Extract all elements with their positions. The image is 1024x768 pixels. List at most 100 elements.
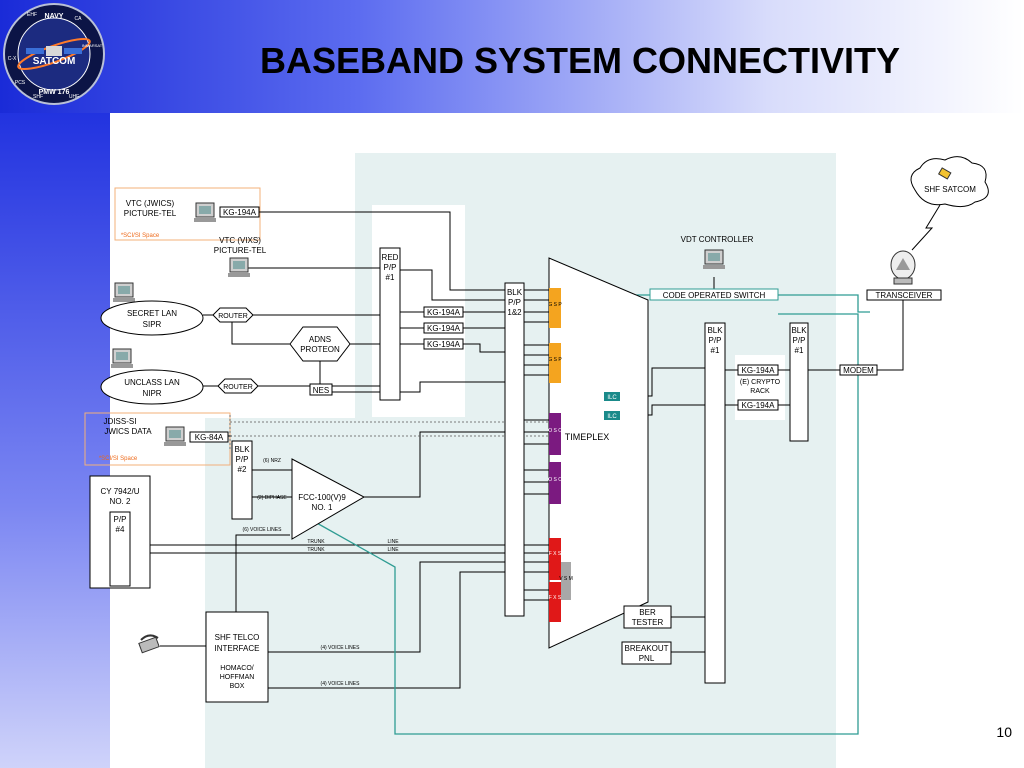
line-2-label: LINE (387, 547, 399, 553)
gsp-2-label: G S P (548, 357, 562, 363)
modem-box (839, 364, 878, 376)
shf-telco-1-label: SHF TELCO (215, 633, 260, 642)
page-number: 10 (996, 724, 1012, 740)
vtc-vixs-terminal-icon (228, 257, 250, 277)
satcom-logo: NAVY SATCOM PMW 176 EHF SHF UHF CA C-X P… (3, 3, 105, 105)
blk-patch-panel-2 (231, 440, 253, 520)
kg194a-box-5 (737, 364, 779, 376)
transceiver-label: TRANSCEIVER (876, 291, 933, 300)
crypto-rack-1-label: (E) CRYPTO (740, 379, 781, 386)
cy7942-2-label: NO. 2 (110, 497, 131, 506)
blk-pp2-2-label: P/P (236, 455, 249, 464)
timeplex-label: TIMEPLEX (565, 432, 610, 442)
red-pp-1-label: RED (382, 253, 399, 262)
logo-text-inmarsat: INMARSAT (82, 43, 103, 48)
blk-patch-panel-1 (704, 322, 726, 684)
kg84a-label: KG-84A (195, 433, 224, 442)
telephone-icon (138, 634, 160, 654)
logo-text-shf: SHF (33, 94, 43, 100)
red-pp-2-label: P/P (384, 263, 397, 272)
shf-telco-2-label: INTERFACE (215, 644, 260, 653)
red-patch-panel (379, 247, 401, 401)
kg194a-box-2 (423, 306, 464, 318)
voice-lines-4b-label: (4) VOICE LINES (321, 681, 361, 687)
sci-space-box-1 (114, 187, 261, 241)
blk-pp-main-2-label: P/P (508, 298, 521, 307)
router-1-node (212, 307, 254, 323)
gsp-1-label: G S P (548, 302, 562, 308)
kg84a-box (189, 431, 229, 443)
fxs-card-1 (549, 538, 561, 580)
blk-pp-main-1-label: BLK (507, 288, 523, 297)
fxs-1-label: F X S (549, 551, 562, 557)
vtc-vixs-label: VTC (VIXS) (219, 236, 261, 245)
blk-pp1b-2-label: P/P (793, 336, 806, 345)
unclass-lan-2-label: NIPR (142, 389, 161, 398)
blk-pp1b-1-label: BLK (791, 326, 807, 335)
fxs-2-label: F X S (549, 595, 562, 601)
blk-pp1b-3-label: #1 (795, 346, 804, 355)
cy7942-1-label: CY 7942/U (101, 487, 140, 496)
breakout-2-label: PNL (639, 654, 655, 663)
adns-2-label: PROTEON (300, 345, 340, 354)
voice-lines-4a-label: (4) VOICE LINES (321, 645, 361, 651)
logo-text-ehf: EHF (27, 12, 37, 18)
router-1-label: ROUTER (218, 313, 248, 320)
trunk-1-label: TRUNK (307, 539, 325, 545)
vtc-jwics-label: VTC (JWICS) (126, 199, 175, 208)
nrz-label: (6) NRZ (263, 458, 281, 464)
satellite-icon (26, 46, 82, 56)
unclass-lan-node (100, 369, 204, 405)
adns-proteon-node (289, 326, 351, 362)
ber-tester-1-label: BER (639, 608, 656, 617)
fcc-2-label: NO. 1 (312, 503, 333, 512)
router-2-node (217, 378, 259, 394)
vdt-controller-label: VDT CONTROLLER (681, 235, 754, 244)
osc-card-2 (549, 462, 561, 504)
logo-text-navy: NAVY (45, 13, 64, 20)
page-title: BASEBAND SYSTEM CONNECTIVITY (259, 40, 901, 81)
fcc-1-label: FCC-100(V)9 (298, 493, 346, 502)
adns-1-label: ADNS (309, 335, 331, 344)
modem-label: MODEM (843, 366, 874, 375)
secret-lan-2-label: SIPR (143, 320, 162, 329)
blk-patch-panel-1b (789, 322, 809, 442)
kg194a-box-4 (423, 338, 464, 350)
nes-box (309, 383, 333, 396)
secret-lan-terminal-icon (113, 282, 135, 302)
blk-pp1-3-label: #1 (711, 346, 720, 355)
kg194a-box-1 (219, 206, 260, 218)
fxs-card-2 (549, 582, 561, 622)
blk-pp1-2-label: P/P (709, 336, 722, 345)
logo-text-cx: C-X (8, 56, 17, 62)
picture-tel-2-label: PICTURE-TEL (214, 246, 267, 255)
logo-text-ca: CA (75, 16, 83, 22)
code-operated-switch-box (649, 288, 779, 301)
secret-lan-1-label: SECRET LAN (127, 309, 177, 318)
shf-satcom-cloud-icon (910, 156, 989, 208)
sci-space-2-label: *SCI/SI Space (99, 456, 138, 462)
voice-lines-6-label: (6) VOICE LINES (243, 527, 283, 533)
gsp-card-1 (549, 288, 561, 328)
pp4-1-label: P/P (114, 515, 127, 524)
blk-patch-panel-main (504, 282, 525, 617)
dotted-lines (229, 415, 549, 450)
ber-tester-2-label: TESTER (632, 618, 664, 627)
osc-2-label: O S C (548, 477, 562, 483)
vdt-terminal-icon (703, 249, 725, 269)
ber-tester-box (623, 605, 672, 629)
sci-space-1-label: *SCI/SI Space (121, 233, 160, 239)
jdiss-terminal-icon (164, 426, 186, 446)
homaco-2-label: HOFFMAN (220, 674, 255, 681)
antenna-dish-icon (890, 250, 916, 285)
vsm-label: V S M (559, 576, 573, 582)
kg194a-1-label: KG-194A (223, 208, 257, 217)
code-switch-label: CODE OPERATED SWITCH (663, 291, 766, 300)
kg194a-5-label: KG-194A (742, 366, 776, 375)
kg194a-6-label: KG-194A (742, 401, 776, 410)
router-2-label: ROUTER (223, 384, 253, 391)
osc-1-label: O S C (548, 428, 562, 434)
crypto-rack-2-label: RACK (750, 388, 770, 395)
kg194a-2-label: KG-194A (427, 308, 461, 317)
